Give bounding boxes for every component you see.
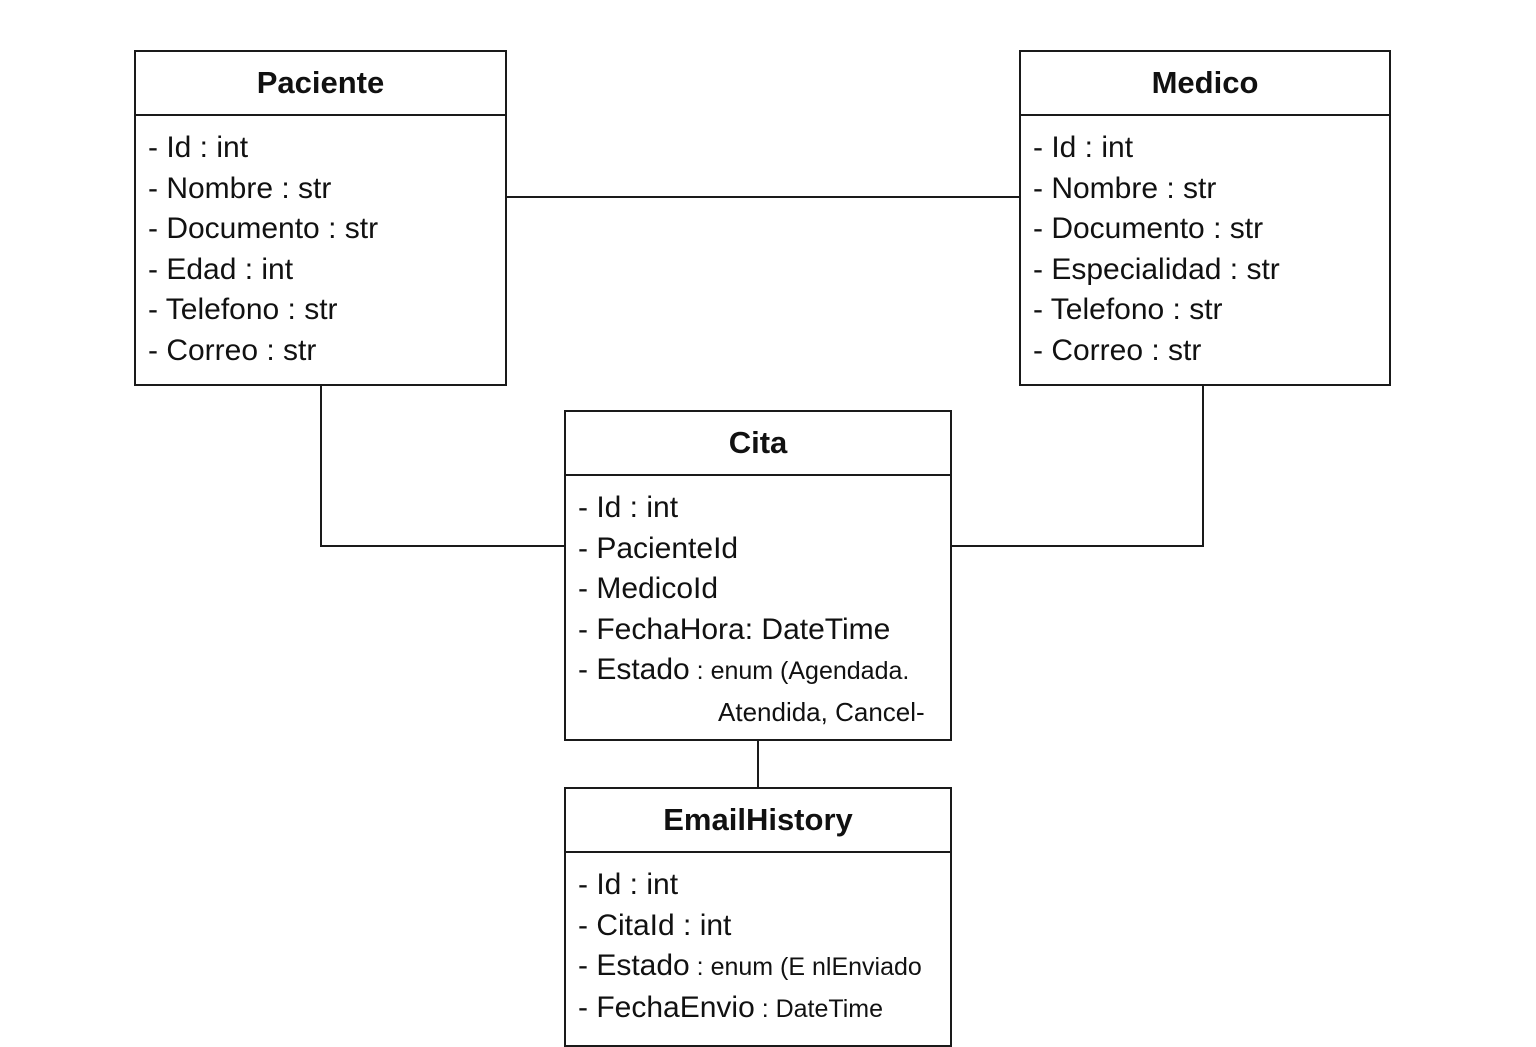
- class-name: Cita: [566, 412, 950, 476]
- attribute-correo: - Correo : str: [1033, 333, 1202, 367]
- class-medico: Medico - Id : int - Nombre : str - Docum…: [1019, 50, 1391, 386]
- attribute-telefono: - Telefono : str: [1033, 293, 1223, 326]
- association-lines: [320, 196, 1204, 787]
- association-medico-cita: [952, 386, 1204, 547]
- attribute-documento: - Documento : str: [148, 212, 379, 245]
- attribute-estado-type: : enum (Agendada.: [689, 657, 910, 685]
- attribute-medico-id: - MedicoId: [578, 572, 719, 605]
- attribute-estado: - Estado : enum (E nlEnviado: [578, 946, 950, 988]
- attribute-cita-id: - CitaId : int: [578, 908, 732, 942]
- attribute-estado-name: - Estado: [578, 653, 690, 686]
- attribute-estado-continuation: Atendida, Cancel-: [718, 696, 925, 727]
- class-paciente: Paciente - Id : int - Nombre : str - Doc…: [134, 50, 507, 386]
- attribute-estado-type: : enum (E nlEnviado: [689, 953, 922, 981]
- attribute-nombre: - Nombre : str: [1033, 171, 1217, 205]
- class-name: Medico: [1021, 52, 1389, 116]
- attribute-id: - Id : int: [1033, 131, 1134, 164]
- attribute-list: - Id : int - Nombre : str - Documento : …: [136, 116, 505, 371]
- attribute-fecha-envio: - FechaEnvio : DateTime: [578, 988, 950, 1030]
- attribute-telefono: - Telefono : str: [148, 293, 338, 326]
- attribute-especialidad: - Especialidad : str: [1033, 252, 1280, 286]
- class-cita: Cita - Id : int - PacienteId - MedicoId …: [564, 410, 952, 741]
- attribute-nombre: - Nombre : str: [148, 171, 332, 205]
- class-name: Paciente: [136, 52, 505, 116]
- attribute-correo: - Correo : str: [148, 333, 317, 367]
- attribute-fecha-hora: - FechaHora: DateTime: [578, 612, 891, 646]
- association-paciente-cita: [320, 386, 564, 547]
- attribute-documento: - Documento : str: [1033, 212, 1264, 245]
- attribute-estado: - Estado : enum (Agendada.: [578, 650, 950, 692]
- class-name: EmailHistory: [566, 789, 950, 853]
- attribute-estado-name: - Estado: [578, 949, 690, 982]
- attribute-list: - Id : int - Nombre : str - Documento : …: [1021, 116, 1389, 371]
- attribute-id: - Id : int: [578, 491, 679, 524]
- attribute-id: - Id : int: [578, 868, 679, 901]
- attribute-fecha-envio-name: - FechaEnvio: [578, 990, 755, 1024]
- attribute-id: - Id : int: [148, 131, 249, 164]
- class-email-history: EmailHistory - Id : int - CitaId : int -…: [564, 787, 952, 1047]
- attribute-edad: - Edad : int: [148, 252, 294, 286]
- attribute-fecha-envio-type: : DateTime: [754, 994, 884, 1023]
- attribute-list: - Id : int - CitaId : int - Estado : enu…: [566, 853, 950, 1029]
- attribute-list: - Id : int - PacienteId - MedicoId - Fec…: [566, 476, 950, 732]
- attribute-paciente-id: - PacienteId: [578, 531, 739, 565]
